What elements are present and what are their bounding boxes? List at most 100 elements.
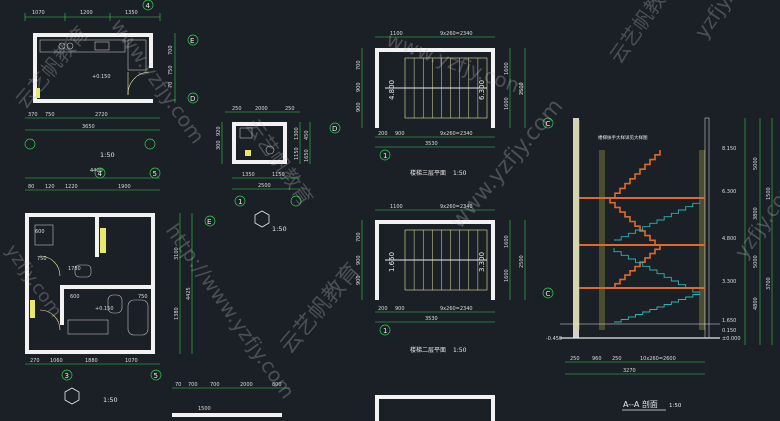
section-title: A--A 剖面 <box>623 399 658 409</box>
axis-label-1-b: 1 <box>383 152 387 160</box>
bath-label-4: 750 <box>138 294 148 300</box>
kitchen-scale: 1:50 <box>100 151 115 159</box>
small-dim-left-2: 920 <box>216 126 222 136</box>
plan3-dim-bottom-3: 9x260=2340 <box>440 131 473 137</box>
kitchen-dim-right-2: 750 <box>168 65 174 75</box>
axis-bubble-1-b <box>379 149 391 161</box>
kitchen-dim-bottom-3: 2720 <box>95 112 108 118</box>
section-dim-total: 3270 <box>623 368 636 374</box>
plan2-dim-total: 3530 <box>425 316 438 322</box>
bath-label-3: 600 <box>70 294 80 300</box>
axis-label-C-1: C <box>546 120 551 128</box>
section-level-2: 6.300 <box>722 189 736 195</box>
bath-dim-bottom-4: 1070 <box>125 358 138 364</box>
kitchen-dim-right-3: 700 <box>168 45 174 55</box>
bath-dim-left-1: 80 <box>28 184 34 190</box>
bath-dim-left-2: 120 <box>45 184 55 190</box>
kitchen-dim-bottom-2: 750 <box>45 112 55 118</box>
axis-bubble-D-2 <box>329 122 341 134</box>
axis-bubble-3 <box>61 369 73 381</box>
axis-label-5-b: 5 <box>154 372 158 380</box>
kitchen-level: +0.150 <box>92 74 111 80</box>
small-dim-right-2: 1150 <box>294 147 300 160</box>
section-dim-bottom-2: 960 <box>592 356 602 362</box>
watermark-layer: 云艺帆教育 www.yzfjy.com 云艺帆教育 yzfjy.com http… <box>1 0 780 403</box>
axis-label-D-2: D <box>332 125 337 133</box>
bottom-inner-dim: 1500 <box>198 406 211 412</box>
axis-label-5-a: 5 <box>153 170 157 178</box>
axis-bubble-4 <box>142 0 154 11</box>
section-level-4: 3.300 <box>722 279 736 285</box>
section-dim-right-2: 3800 <box>753 207 759 220</box>
small-dim-bottom-1: 1350 <box>242 172 255 178</box>
axis-bubble-C-2 <box>542 287 554 299</box>
small-room-scale: 1:50 <box>272 225 287 233</box>
bottom-partial-plan: 70 700 700 2000 800 1500 <box>172 382 290 417</box>
bath-dim-right-1: 3100 <box>174 247 180 260</box>
plan2-level-1: 1.650 <box>388 252 396 272</box>
axis-label-D-1: D <box>190 95 195 103</box>
section-dim-right-4: 4800 <box>753 297 759 310</box>
plan3-dim-left-1: 700 <box>356 60 362 70</box>
plan3-title: 楼梯三层平面 <box>410 169 446 177</box>
section-dim-right-3: 5000 <box>753 255 759 268</box>
kitchen-plan: 1070 1200 1350 4 +0.150 70 750 700 E D 3… <box>24 0 199 159</box>
kitchen-dim-top-1: 1070 <box>32 10 45 16</box>
small-dim-top-3: 250 <box>285 106 295 112</box>
bottom-dim-5: 800 <box>272 382 282 388</box>
small-dim-top-2: 2000 <box>255 106 268 112</box>
kitchen-dim-total: 3650 <box>82 124 95 130</box>
bath-label-2: 750 <box>37 256 47 262</box>
bath-dim-right-2: 1380 <box>174 307 180 320</box>
axis-label-C-2: C <box>546 290 551 298</box>
plan2-dim-bottom-1: 200 <box>378 306 388 312</box>
plan2-dim-right-1: 1600 <box>504 235 510 248</box>
watermark-2: www.yzfjy.com <box>106 14 210 148</box>
plan2-dim-right-2: 1600 <box>504 269 510 282</box>
axis-bubble-E-1 <box>187 34 199 46</box>
plan2-dim-bottom-2: 900 <box>395 306 405 312</box>
small-dim-bottom-2: 1150 <box>272 172 285 178</box>
kitchen-dim-right-1: 70 <box>168 82 174 88</box>
bottom-dim-3: 700 <box>210 382 220 388</box>
bath-dim-top-total: 4400 <box>90 168 103 174</box>
stair-third-floor-plan: 1100 9x260=2340 4.800 6.300 700 900 900 … <box>356 31 554 177</box>
section-level-6: 0.150 <box>722 328 736 334</box>
bath-level: +0.150 <box>95 306 114 312</box>
section-level-3: 4.800 <box>722 236 736 242</box>
watermark-10: www.yzfjy.com <box>445 94 568 234</box>
bath-dim-bottom-2: 1060 <box>50 358 63 364</box>
watermark-9: 云艺帆教育 <box>604 0 681 68</box>
plan3-dim-right-3: 2500 <box>519 82 525 95</box>
axis-bubble-C-1 <box>542 117 554 129</box>
plan2-dim-left-1: 700 <box>356 232 362 242</box>
plan3-level-1: 4.800 <box>388 80 396 100</box>
plan2-title: 楼梯二层平面 <box>410 346 446 354</box>
bath-label-1: 600 <box>35 229 45 235</box>
stair-second-floor-plan: 1100 9x260=2340 1.650 3.300 700 900 900 … <box>356 204 554 421</box>
bath-scale: 1:50 <box>103 396 118 404</box>
plan2-dim-top-1: 1100 <box>390 204 403 210</box>
bath-dim-top-1: 1220 <box>65 184 78 190</box>
axis-bubble-4-b <box>94 167 106 179</box>
plan2-dim-left-2: 900 <box>356 255 362 265</box>
plan2-dim-left-3: 900 <box>356 275 362 285</box>
section-scale: 1:50 <box>669 403 682 409</box>
section-dim-bottom-1: 250 <box>570 356 580 362</box>
section-dim-right-5: 1500 <box>766 187 772 200</box>
plan2-dim-right-3: 2500 <box>519 255 525 268</box>
bath-dim-top-2: 1900 <box>118 184 131 190</box>
plan2-scale: 1:50 <box>453 347 467 354</box>
bath-dim-bottom-3: 1880 <box>85 358 98 364</box>
axis-label-4-b: 4 <box>98 170 103 178</box>
section-level-7: ±0.000 <box>722 336 741 342</box>
axis-label-1-c: 1 <box>383 327 387 335</box>
axis-bubble-D-1 <box>187 92 199 104</box>
kitchen-dim-top-3: 1350 <box>125 10 138 16</box>
section-level-8: -0.450 <box>546 336 562 342</box>
axis-bubble-1-a <box>234 195 246 207</box>
plan3-dim-total: 3530 <box>425 141 438 147</box>
plan3-level-2: 6.300 <box>478 80 486 100</box>
small-dim-total: 2500 <box>258 183 271 189</box>
